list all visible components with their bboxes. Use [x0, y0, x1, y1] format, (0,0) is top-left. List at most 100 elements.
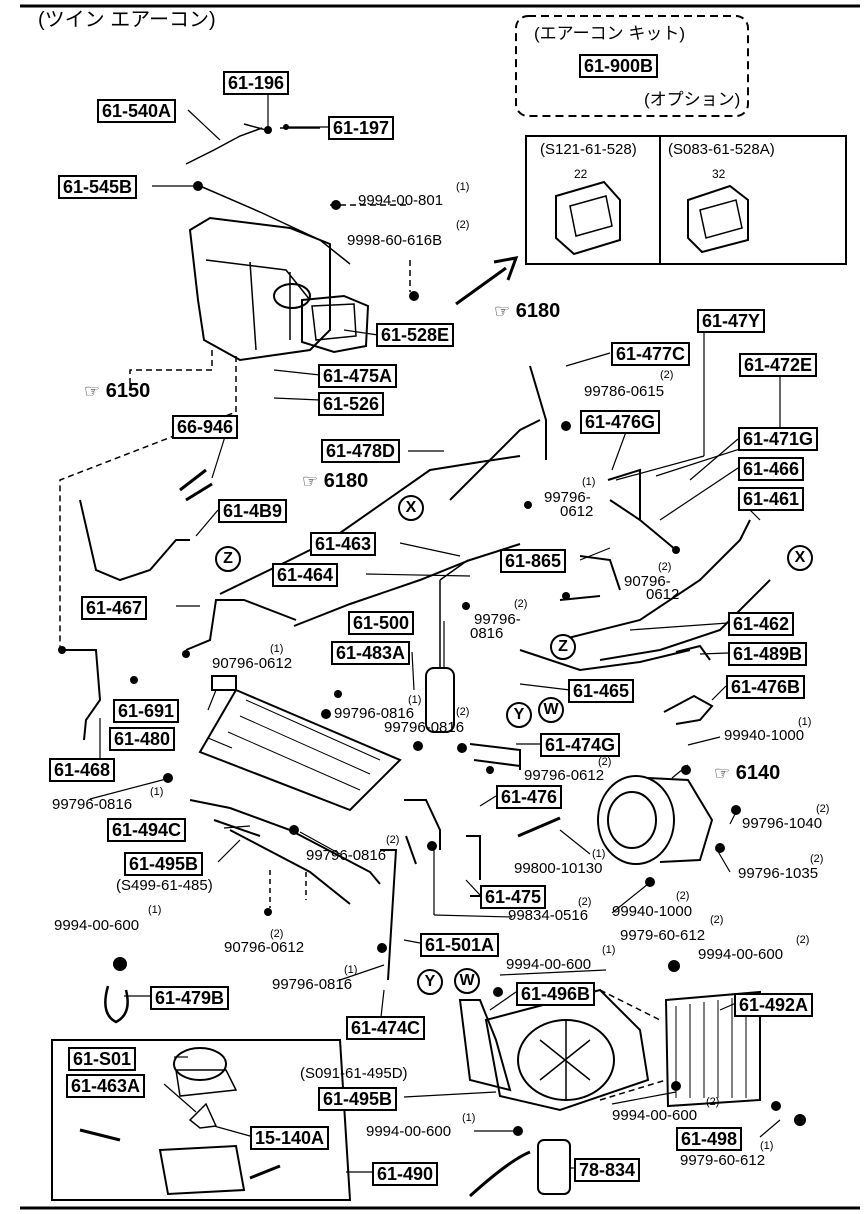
- part-61-494c: 61-494C: [107, 818, 187, 842]
- fan-unit-61-490: [158, 1144, 246, 1196]
- part-99796-0612-a-suffix: 0612: [560, 503, 594, 520]
- fan-shroud-61-495b: [484, 988, 650, 1112]
- part-61-526: 61-526: [318, 392, 385, 416]
- kit-box: [515, 15, 749, 117]
- qty-99940-1000-a: (1): [798, 716, 812, 728]
- inset-left-dim: 22: [574, 167, 588, 181]
- qty-99796-0816-b: (1): [408, 694, 422, 706]
- part-9994-00-600-d: 9994-00-600: [612, 1107, 698, 1124]
- part-61-490: 61-490: [372, 1162, 439, 1186]
- ref-6180-a-label: 6180: [515, 300, 561, 322]
- part-99940-1000-b: 99940-1000: [612, 903, 693, 920]
- ref-6180-b: ☞ 6180: [302, 470, 368, 493]
- part-61-489b: 61-489B: [728, 642, 808, 666]
- part-61-495b-lower: 61-495B: [318, 1087, 398, 1111]
- part-99796-0816-a: 99796-: [474, 611, 521, 628]
- part-61-464: 61-464: [272, 563, 339, 587]
- duct-s083: [687, 184, 749, 254]
- hose-61-462: [599, 579, 771, 661]
- ref-6150: ☞ 6150: [84, 380, 150, 403]
- part-61-501: 61-S01: [68, 1047, 137, 1071]
- connection-y-2: Y: [417, 969, 443, 995]
- part-61-462: 61-462: [728, 612, 795, 636]
- part-61-476b: 61-476B: [726, 675, 806, 699]
- part-99796-0816-c: 99796-0816: [384, 719, 465, 736]
- rod-61-474c: [380, 849, 398, 981]
- qty-99796-0816-c: (2): [456, 706, 470, 718]
- ref-6180-b-label: 6180: [323, 470, 369, 492]
- pointing-hand-icon: ☞: [714, 763, 731, 783]
- part-99834-0516: 99834-0516: [508, 907, 589, 924]
- part-61-463: 61-463: [310, 532, 377, 556]
- part-90796-0612-a-suffix: 0612: [646, 586, 680, 603]
- part-61-475: 61-475: [480, 885, 547, 909]
- part-9994-00-801: 9994-00-801: [358, 192, 444, 209]
- kit-note: (オプション): [644, 90, 741, 109]
- qty-9994-00-600-d: (2): [706, 1096, 720, 1108]
- qty-9994-00-600-b: (1): [602, 944, 616, 956]
- part-61-501a: 61-501A: [420, 933, 500, 957]
- part-99796-0612-a: 99796-: [544, 489, 591, 506]
- compressor: [597, 775, 675, 865]
- qty-9979-60-612-b: (1): [760, 1140, 774, 1152]
- connection-w-2: W: [454, 968, 480, 994]
- connection-x-1: X: [398, 495, 424, 521]
- fan-motor-61-501: [173, 1047, 227, 1081]
- qty-99940-1000-b: (2): [676, 890, 690, 902]
- qty-9998-60-616b: (2): [456, 219, 470, 231]
- part-61-478d: 61-478D: [321, 439, 401, 463]
- part-61-528e: 61-528E: [376, 323, 455, 347]
- qty-99800-10130: (1): [592, 848, 606, 860]
- page-title: (ツイン エアーコン): [38, 9, 216, 31]
- fan-kit-inset: [51, 1039, 352, 1201]
- clip-61-489b: [675, 644, 711, 661]
- part-61-495b-upper: 61-495B: [124, 852, 204, 876]
- bracket-61-471g: [607, 468, 641, 520]
- pipe-61-478d: [449, 419, 541, 501]
- qty-99796-0612-a: (1): [582, 476, 596, 488]
- pointing-hand-icon: ☞: [302, 471, 319, 491]
- inset-arrow: [455, 256, 519, 306]
- part-61-540a: 61-540A: [97, 99, 177, 123]
- part-61-471g: 61-471G: [738, 427, 819, 451]
- relay-61-691: [211, 675, 237, 691]
- inset-right-label: (S083-61-528A): [668, 141, 775, 158]
- qty-99796-0816-e: (2): [386, 834, 400, 846]
- connection-w-1: W: [538, 697, 564, 723]
- part-61-466: 61-466: [738, 457, 805, 481]
- part-99796-0816-b: 99796-0816: [334, 705, 415, 722]
- part-99796-1035: 99796-1035: [738, 865, 819, 882]
- clip-61-476b: [663, 694, 714, 725]
- part-61-479b: 61-479B: [150, 986, 230, 1010]
- part-61-465: 61-465: [568, 679, 635, 703]
- ref-6180-a: ☞ 6180: [494, 300, 560, 323]
- part-9979-60-612-b: 9979-60-612: [680, 1152, 766, 1169]
- condenser-61-480: [198, 688, 402, 812]
- part-61-691: 61-691: [113, 699, 180, 723]
- kit-part-number: 61-900B: [579, 54, 659, 78]
- bracket-61-466: [609, 499, 677, 551]
- part-61-468: 61-468: [49, 758, 116, 782]
- part-61-196: 61-196: [223, 71, 290, 95]
- qty-99796-1040: (2): [816, 803, 830, 815]
- pipe-61-464: [293, 543, 521, 627]
- pointing-hand-icon: ☞: [494, 301, 511, 321]
- part-61-472e: 61-472E: [739, 353, 818, 377]
- part-99800-10130: 99800-10130: [514, 860, 603, 877]
- part-61-492a: 61-492A: [734, 993, 814, 1017]
- qty-99796-0816-d: (1): [150, 786, 164, 798]
- part-9994-00-600-b: 9994-00-600: [506, 956, 592, 973]
- qty-99796-0816-f: (1): [344, 964, 358, 976]
- qty-9979-60-612-a: (2): [710, 914, 724, 926]
- part-61-47y: 61-47Y: [697, 309, 766, 333]
- kit-title: (エアーコン キット): [534, 24, 686, 43]
- supersession-s499-61-485: (S499-61-485): [116, 877, 213, 894]
- inset-right-dim: 32: [712, 167, 726, 181]
- qty-99796-0612-c: (2): [598, 756, 612, 768]
- part-61-545b: 61-545B: [58, 175, 138, 199]
- pipe-61-4b9: [79, 499, 190, 582]
- pointing-hand-icon: ☞: [84, 381, 101, 401]
- fan-bracket: [458, 999, 512, 1092]
- can-78-834: [537, 1139, 571, 1195]
